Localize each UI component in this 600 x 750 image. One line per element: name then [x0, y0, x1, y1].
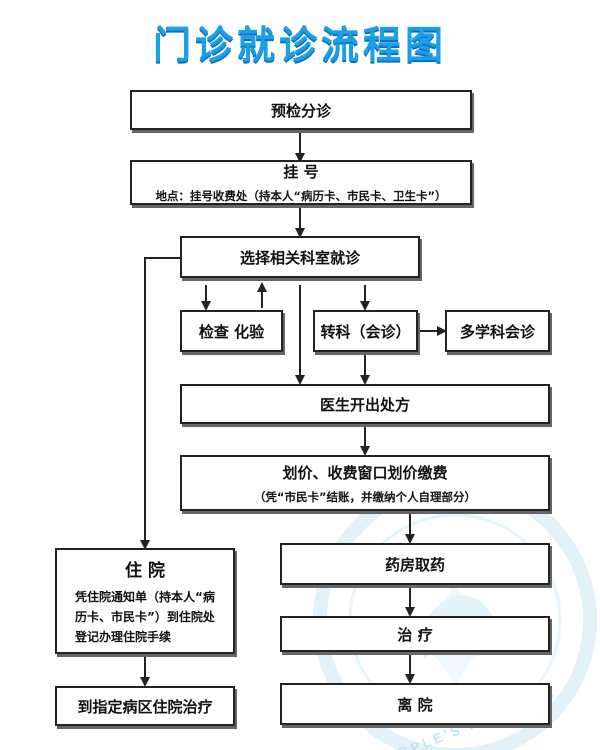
step-choose-dept: 选择相关科室就诊	[180, 236, 420, 278]
step-treatment: 治 疗	[280, 616, 550, 652]
step-pricing-note: （凭“市民卡”结账，并缴纳个人自理部分）	[253, 489, 477, 504]
hospitalization-note-line: 凭住院通知单（持本人“病	[75, 589, 215, 604]
step-pricing-label: 划价、收费窗口划价缴费	[282, 463, 448, 482]
step-mdt-label: 多学科会诊	[459, 322, 535, 341]
step-hospitalization: 住 院 凭住院通知单（持本人“病 历卡、市民卡”）到住院处 登记办理住院手续	[55, 548, 235, 654]
step-triage: 预检分诊	[130, 90, 472, 130]
step-prescription-label: 医生开出处方	[319, 395, 410, 414]
hospitalization-note-line: 登记办理住院手续	[75, 629, 172, 644]
step-register: 挂 号 地点：挂号收费处（持本人“病历卡、市民卡、卫生卡”）	[130, 160, 472, 205]
step-discharge: 离 院	[280, 683, 550, 725]
step-register-label: 挂 号	[283, 163, 319, 181]
step-discharge-label: 离 院	[397, 695, 433, 714]
step-choose-dept-label: 选择相关科室就诊	[239, 248, 360, 267]
step-ward: 到指定病区住院治疗	[55, 686, 235, 726]
step-transfer-label: 转科（会诊）	[320, 322, 411, 341]
step-exam: 检查 化验	[180, 310, 283, 352]
step-exam-label: 检查 化验	[198, 322, 265, 341]
step-hospitalization-label: 住 院	[125, 560, 165, 581]
step-prescription: 医生开出处方	[180, 384, 550, 424]
step-mdt: 多学科会诊	[445, 310, 550, 352]
step-pharmacy: 药房取药	[280, 543, 550, 585]
step-hospitalization-note: 凭住院通知单（持本人“病 历卡、市民卡”）到住院处 登记办理住院手续	[67, 587, 223, 647]
step-transfer: 转科（会诊）	[313, 310, 418, 352]
step-pricing: 划价、收费窗口划价缴费 （凭“市民卡”结账，并缴纳个人自理部分）	[180, 455, 550, 511]
step-pharmacy-label: 药房取药	[384, 555, 445, 574]
hospitalization-note-line: 历卡、市民卡”）到住院处	[75, 609, 215, 624]
step-treatment-label: 治 疗	[397, 625, 433, 644]
step-register-note: 地点：挂号收费处（持本人“病历卡、市民卡、卫生卡”）	[155, 189, 447, 203]
step-triage-label: 预检分诊	[270, 101, 331, 120]
page-title: 门诊就诊流程图	[152, 23, 447, 67]
step-ward-label: 到指定病区住院治疗	[77, 697, 213, 716]
